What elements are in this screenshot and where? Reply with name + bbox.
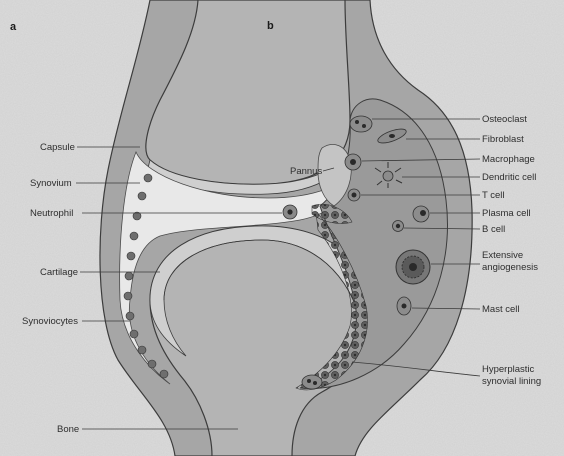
label-t-cell: T cell xyxy=(482,190,505,201)
label-extensive-angiogenesis-2: angiogenesis xyxy=(482,262,538,273)
panel-label-a: a xyxy=(10,21,17,33)
osteoclast-erosion-cell xyxy=(302,375,322,389)
label-capsule: Capsule xyxy=(40,142,75,153)
label-neutrophil: Neutrophil xyxy=(30,208,73,219)
label-macrophage: Macrophage xyxy=(482,154,535,165)
blood-vessel xyxy=(396,250,430,284)
t-cell xyxy=(348,189,360,201)
label-mast-cell: Mast cell xyxy=(482,304,519,315)
label-cartilage: Cartilage xyxy=(40,267,78,278)
plasma-cell xyxy=(413,206,429,222)
label-pannus: Pannus xyxy=(290,166,322,177)
label-extensive-angiogenesis-1: Extensive xyxy=(482,250,523,261)
label-synoviocytes: Synoviocytes xyxy=(22,316,78,327)
label-fibroblast: Fibroblast xyxy=(482,134,524,145)
label-plasma-cell: Plasma cell xyxy=(482,208,531,219)
label-hyperplastic-lining-1: Hyperplastic xyxy=(482,364,535,375)
label-synovium: Synovium xyxy=(30,178,72,189)
label-osteoclast: Osteoclast xyxy=(482,114,527,125)
label-b-cell: B cell xyxy=(482,224,505,235)
mast-cell xyxy=(397,297,411,315)
b-cell xyxy=(393,221,404,232)
label-dendritic-cell: Dendritic cell xyxy=(482,172,536,183)
macrophage-cell xyxy=(345,154,361,170)
osteoclast-cell xyxy=(350,116,372,132)
panel-label-b: b xyxy=(267,20,274,32)
label-hyperplastic-lining-2: synovial lining xyxy=(482,376,541,387)
label-bone: Bone xyxy=(57,424,79,435)
